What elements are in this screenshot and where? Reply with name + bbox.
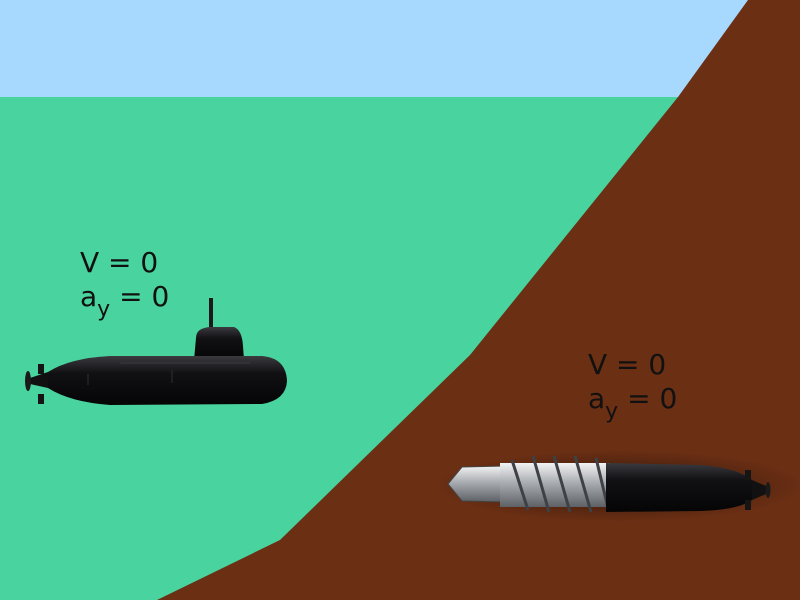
drill-propeller-icon [745,470,771,510]
drill-submarine-stern [752,480,766,500]
drill-submarine [435,450,800,522]
right-accel-value: = 0 [627,382,678,415]
right-acceleration-text: ay = 0 [588,382,677,429]
drill-submarine-hull [606,463,752,512]
left-velocity-text: V = 0 [80,246,159,279]
submarine-stern [30,372,48,388]
sky [0,0,800,97]
left-accel-symbol: a [80,280,98,313]
propeller-icon [25,364,44,404]
submarine-hull [48,356,287,405]
right-accel-subscript: y [605,399,619,424]
submarine-mast [209,298,213,330]
left-accel-value: = 0 [119,280,170,313]
drill-screw-body [500,463,610,507]
left-motion-label: V = 0 ay = 0 [80,246,169,327]
left-accel-subscript: y [97,297,111,322]
submarine [25,298,287,405]
left-acceleration-text: ay = 0 [80,280,169,327]
right-velocity-text: V = 0 [588,348,667,381]
seabed-slope [157,0,800,600]
submarine-sail [194,327,244,360]
drill-threads [510,455,610,513]
right-accel-symbol: a [588,382,606,415]
right-motion-label: V = 0 ay = 0 [588,348,677,429]
